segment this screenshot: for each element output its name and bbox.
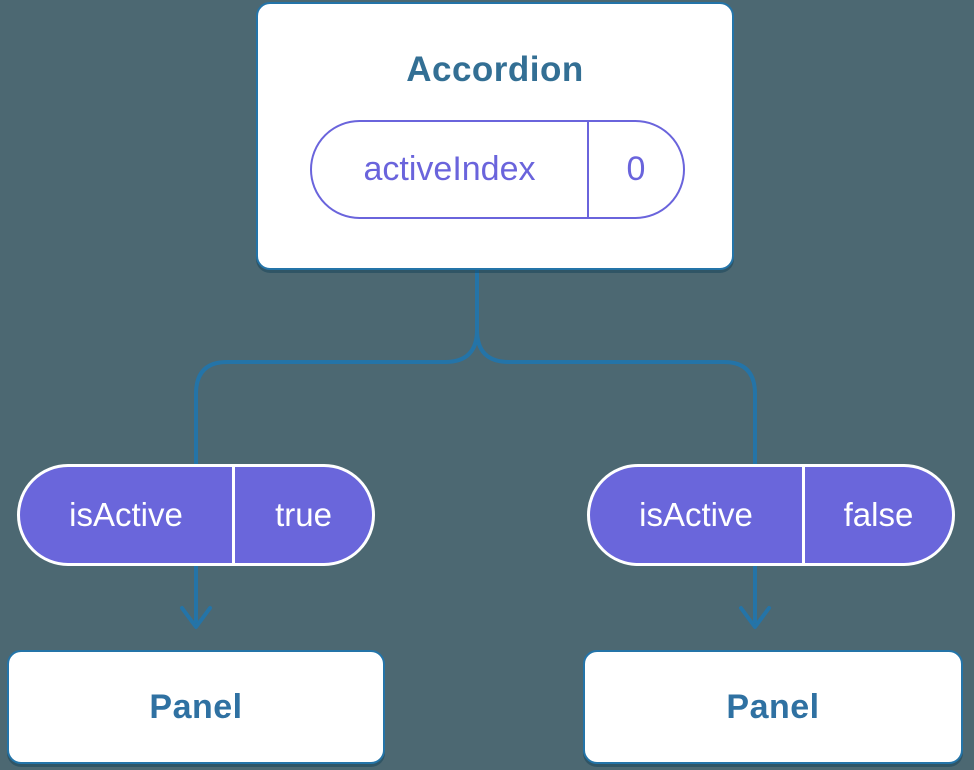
connector-line	[194, 262, 479, 623]
prop-value: false	[843, 496, 914, 533]
pill-divider	[232, 467, 235, 563]
accordion-node: Accordion activeIndex 0	[256, 2, 734, 270]
prop-pill-left: isActive true	[17, 464, 375, 566]
state-name: activeIndex	[363, 150, 536, 188]
panel-node-left: Panel	[7, 650, 385, 764]
prop-pill-right: isActive false	[587, 464, 955, 566]
prop-value: true	[275, 496, 332, 533]
arrow-down-icon	[739, 606, 771, 629]
pill-divider	[587, 122, 589, 217]
connector-left-branch	[180, 262, 479, 629]
connector-line	[475, 262, 757, 623]
state-value: 0	[626, 150, 646, 188]
pill-divider	[802, 467, 805, 563]
prop-name: isActive	[639, 496, 753, 533]
state-pill: activeIndex 0	[310, 120, 685, 219]
arrow-down-icon	[180, 606, 212, 629]
accordion-node-title: Accordion	[406, 50, 584, 89]
panel-node-right: Panel	[583, 650, 963, 764]
connector-right-branch	[475, 262, 771, 629]
prop-name: isActive	[69, 496, 183, 533]
